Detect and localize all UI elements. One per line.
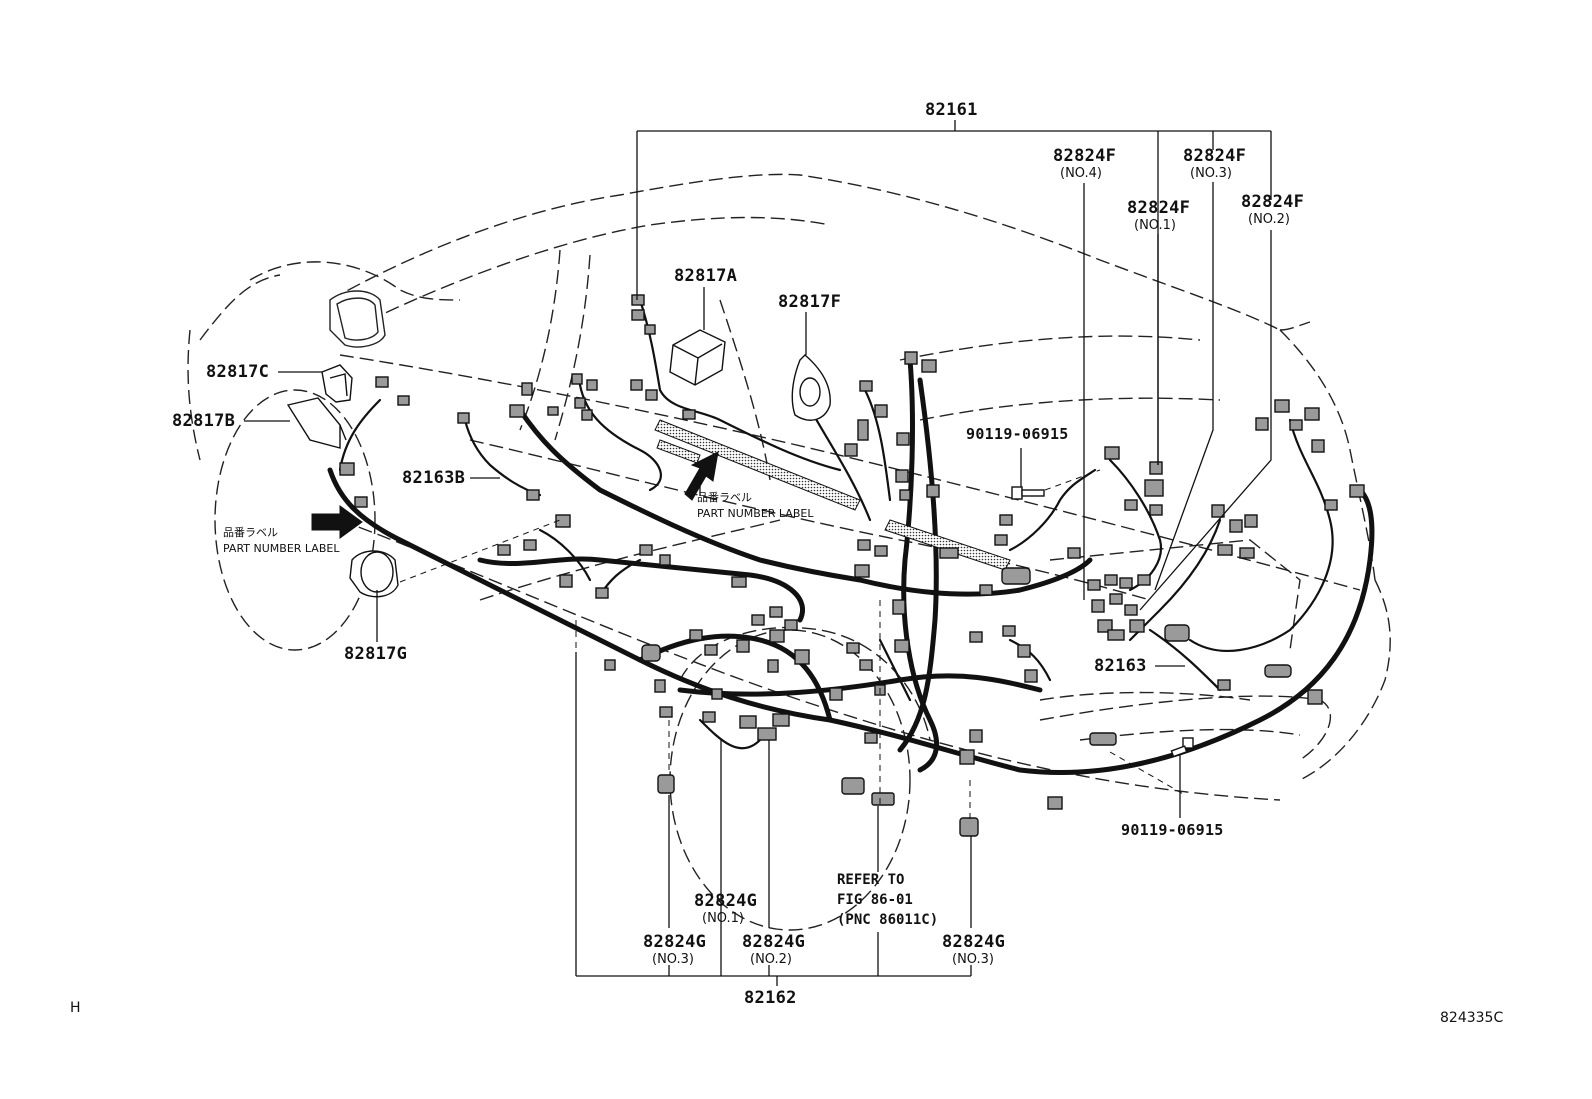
label-82824g-no1: 82824G <box>694 891 758 911</box>
figure-code: 824335C <box>1440 1010 1504 1026</box>
label-82824g-no1-sub: (NO.1) <box>702 911 744 926</box>
label-82824f-no4: 82824F <box>1053 146 1117 166</box>
leader-lines <box>244 120 1272 986</box>
label-82817f: 82817F <box>778 292 842 312</box>
side-mirror <box>329 290 386 348</box>
label-82824g-no2: 82824G <box>742 932 806 952</box>
branch-wires <box>338 298 1334 750</box>
refer-text-line2: FIG 86-01 <box>837 892 913 908</box>
label-82824g-no2-sub: (NO.2) <box>750 952 792 967</box>
part-number-label-en-left: PART NUMBER LABEL <box>223 542 340 555</box>
label-82824f-no2: 82824F <box>1241 192 1305 212</box>
part-label-arrow-icon <box>311 451 719 539</box>
label-82824f-no3-sub: (NO.3) <box>1190 166 1232 181</box>
label-82817b: 82817B <box>172 411 236 431</box>
connectors <box>339 294 1365 837</box>
junction-block-g <box>349 550 399 598</box>
label-82824f-no1: 82824F <box>1127 198 1191 218</box>
label-82817g: 82817G <box>344 644 408 664</box>
bolt-upper-icon <box>1011 486 1045 500</box>
junction-block-a <box>669 329 726 386</box>
part-number-label-en-center: PART NUMBER LABEL <box>697 507 814 520</box>
bolt-lower-icon <box>1170 737 1194 758</box>
label-82824g-no3-left: 82824G <box>643 932 707 952</box>
label-90119-upper: 90119-06915 <box>966 425 1069 443</box>
refer-text-line1: REFER TO <box>837 872 905 888</box>
junction-block-b <box>286 397 347 449</box>
label-90119-lower: 90119-06915 <box>1121 821 1224 839</box>
main-wire-harness <box>327 357 1375 776</box>
corner-marker: H <box>70 1000 81 1016</box>
reference-lines <box>399 469 1186 820</box>
label-82824f-no4-sub: (NO.4) <box>1060 166 1102 181</box>
part-number-label-jp-left: 品番ラベル <box>223 526 278 539</box>
label-82824g-no3-left-sub: (NO.3) <box>652 952 694 967</box>
junction-block-c <box>321 364 353 403</box>
label-82824g-no3-right: 82824G <box>942 932 1006 952</box>
vehicle-body-outline <box>187 173 1391 801</box>
label-82817a: 82817A <box>674 266 738 286</box>
label-82824f-no1-sub: (NO.1) <box>1134 218 1176 233</box>
label-82162: 82162 <box>744 988 797 1008</box>
label-82824f-no2-sub: (NO.2) <box>1248 212 1290 227</box>
part-number-label-jp-center: 品番ラベル <box>697 491 752 504</box>
label-82817c: 82817C <box>206 362 270 382</box>
label-82161: 82161 <box>925 100 978 120</box>
refer-text-line3: (PNC 86011C) <box>837 912 939 928</box>
label-82824g-no3-right-sub: (NO.3) <box>952 952 994 967</box>
junction-block-f <box>791 354 831 421</box>
label-82163: 82163 <box>1094 656 1147 676</box>
label-82163b: 82163B <box>402 468 466 488</box>
label-82824f-no3: 82824F <box>1183 146 1247 166</box>
